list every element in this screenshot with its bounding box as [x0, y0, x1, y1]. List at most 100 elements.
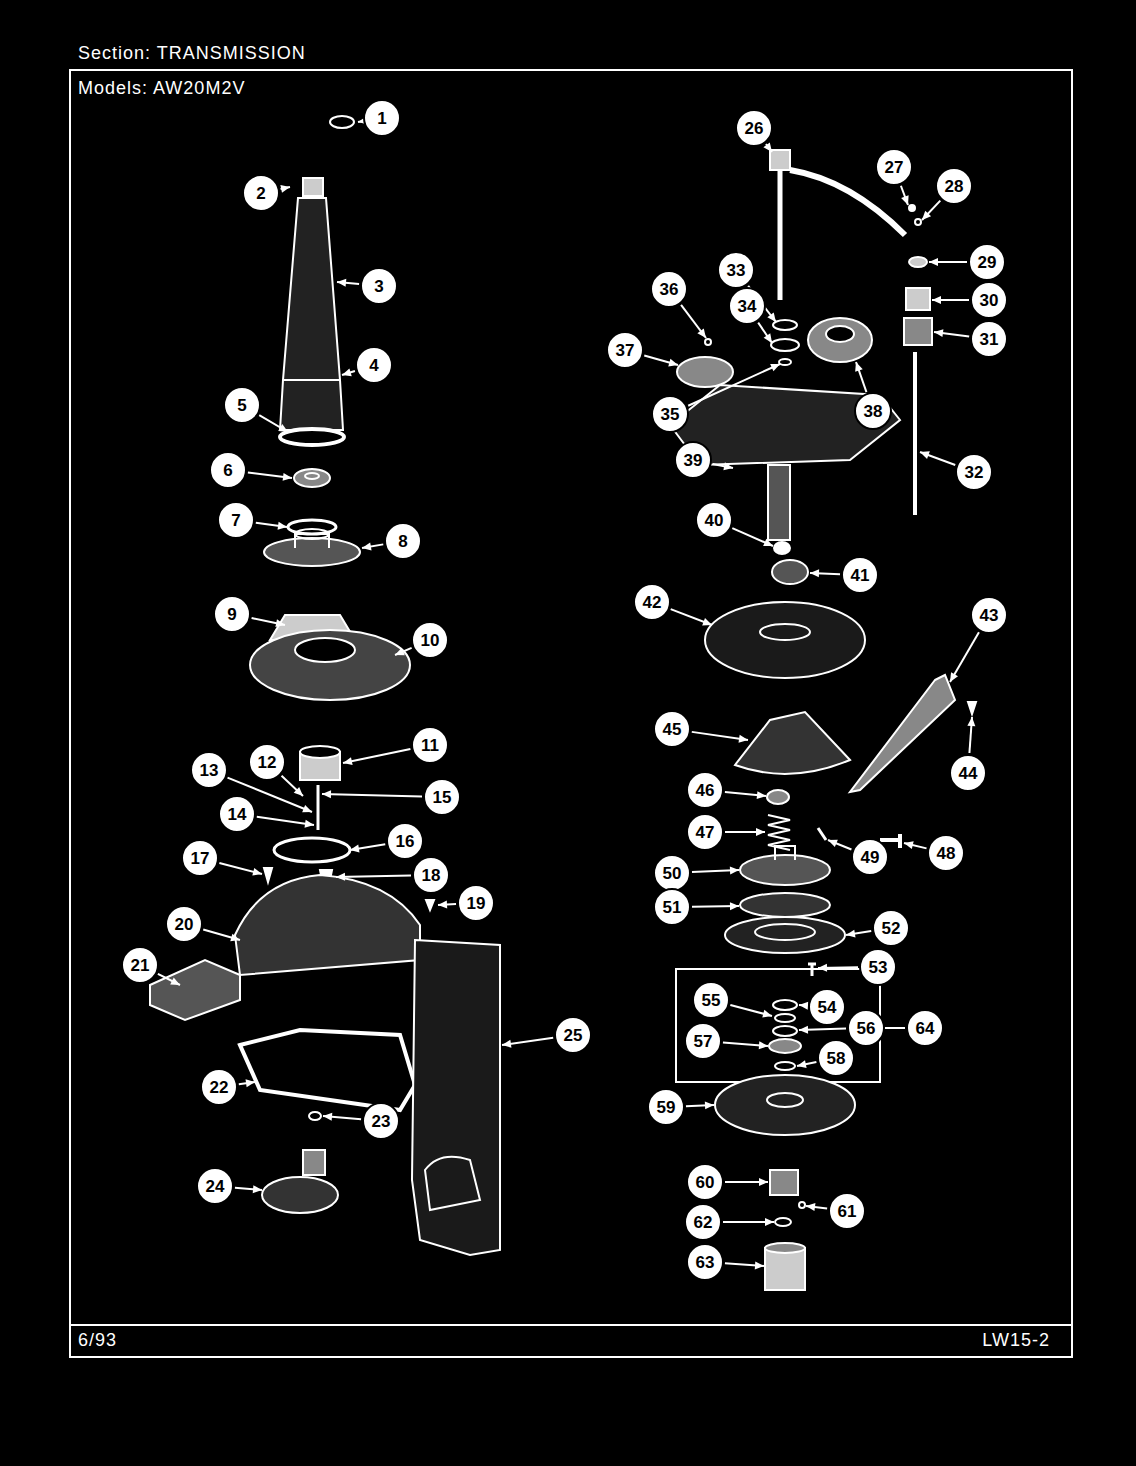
callout-circle: 28 — [935, 167, 973, 205]
leader-arrowhead — [170, 977, 180, 985]
callout-circle: 33 — [717, 251, 755, 289]
callout-number: 22 — [210, 1079, 229, 1096]
callout-circle: 21 — [121, 946, 159, 984]
leader-arrowhead — [765, 1218, 774, 1226]
callout-number: 52 — [882, 920, 901, 937]
callout-circle: 38 — [854, 392, 892, 430]
leader-arrowhead — [810, 569, 819, 577]
callout-number: 5 — [237, 397, 246, 414]
callout-number: 23 — [372, 1113, 391, 1130]
leader-arrowhead — [343, 757, 353, 765]
callout-circle: 59 — [647, 1088, 685, 1126]
leader-arrowhead — [756, 828, 765, 836]
callout-circle: 34 — [728, 287, 766, 325]
leader-arrowhead — [337, 279, 346, 287]
callout-circle: 15 — [423, 778, 461, 816]
date-label: 6/93 — [78, 1330, 117, 1351]
callout-number: 15 — [433, 789, 452, 806]
leader-arrowhead — [702, 618, 712, 625]
callout-number: 54 — [818, 999, 837, 1016]
leader-arrowhead — [362, 543, 372, 551]
leader-arrowhead — [342, 368, 352, 376]
leader-arrowhead — [757, 791, 766, 799]
leader-arrowhead — [252, 868, 262, 876]
leader-arrowhead — [799, 1026, 808, 1034]
leader-arrowhead — [283, 473, 292, 481]
callout-number: 47 — [696, 824, 715, 841]
callout-circle: 13 — [190, 751, 228, 789]
callout-number: 18 — [422, 867, 441, 884]
callout-number: 44 — [959, 765, 978, 782]
callout-number: 25 — [564, 1027, 583, 1044]
callout-circle: 10 — [411, 621, 449, 659]
leader-arrowhead — [668, 359, 678, 367]
leader-arrowhead — [280, 185, 290, 193]
leader-line — [395, 648, 412, 655]
callout-circle: 64 — [906, 1009, 944, 1047]
leader-arrowhead — [323, 1113, 332, 1121]
callout-circle: 44 — [949, 754, 987, 792]
callout-circle: 29 — [968, 243, 1006, 281]
leader-arrowhead — [759, 1041, 768, 1049]
leader-arrowhead — [246, 1079, 255, 1087]
callout-circle: 41 — [841, 556, 879, 594]
callout-number: 1 — [377, 110, 386, 127]
callout-circle: 42 — [633, 583, 671, 621]
callout-circle: 11 — [411, 726, 449, 764]
leader-arrowhead — [278, 522, 287, 530]
callout-circle: 6 — [209, 451, 247, 489]
callout-number: 3 — [374, 278, 383, 295]
leader-arrowhead — [294, 787, 303, 796]
leader-line — [901, 186, 908, 205]
leader-line — [322, 794, 422, 797]
callout-circle: 8 — [384, 522, 422, 560]
callout-circle: 49 — [851, 838, 889, 876]
callout-number: 20 — [175, 916, 194, 933]
leader-arrowhead — [739, 735, 748, 743]
leader-line — [758, 323, 772, 343]
callout-number: 27 — [885, 159, 904, 176]
callout-number: 31 — [980, 331, 999, 348]
callout-circle: 61 — [828, 1192, 866, 1230]
callout-number: 49 — [861, 849, 880, 866]
callout-number: 16 — [396, 833, 415, 850]
callout-circle: 3 — [360, 267, 398, 305]
leader-arrowhead — [901, 195, 909, 205]
callout-circle: 25 — [554, 1016, 592, 1054]
callout-number: 33 — [727, 262, 746, 279]
callout-number: 48 — [937, 845, 956, 862]
leader-arrowhead — [502, 1040, 511, 1048]
leader-arrowhead — [806, 1203, 815, 1211]
callout-number: 10 — [421, 632, 440, 649]
leader-arrowhead — [855, 362, 863, 372]
leader-arrowhead — [723, 462, 733, 470]
callout-circle: 53 — [859, 948, 897, 986]
leader-arrowhead — [818, 964, 827, 972]
callout-number: 64 — [916, 1020, 935, 1037]
leader-line — [259, 415, 288, 432]
leader-arrowhead — [759, 1178, 768, 1186]
callout-circle: 30 — [970, 281, 1008, 319]
callout-number: 17 — [191, 850, 210, 867]
left-parts — [150, 116, 500, 1255]
callout-circle: 39 — [674, 441, 712, 479]
leader-line — [681, 305, 706, 338]
callout-number: 62 — [694, 1214, 713, 1231]
callout-circle: 19 — [457, 884, 495, 922]
leader-arrowhead — [438, 901, 447, 909]
leader-line — [922, 201, 940, 220]
callout-number: 32 — [965, 464, 984, 481]
callout-number: 6 — [223, 462, 232, 479]
leader-line — [828, 840, 851, 849]
leader-line — [920, 452, 955, 465]
leader-arrowhead — [920, 451, 930, 459]
callout-circle: 57 — [684, 1022, 722, 1060]
leader-arrowhead — [730, 902, 739, 910]
callout-circle: 54 — [808, 988, 846, 1026]
callout-number: 39 — [684, 452, 703, 469]
page-code: LW15-2 — [982, 1330, 1050, 1351]
callout-number: 12 — [258, 754, 277, 771]
leader-line — [732, 528, 773, 546]
callout-circle: 22 — [200, 1068, 238, 1106]
